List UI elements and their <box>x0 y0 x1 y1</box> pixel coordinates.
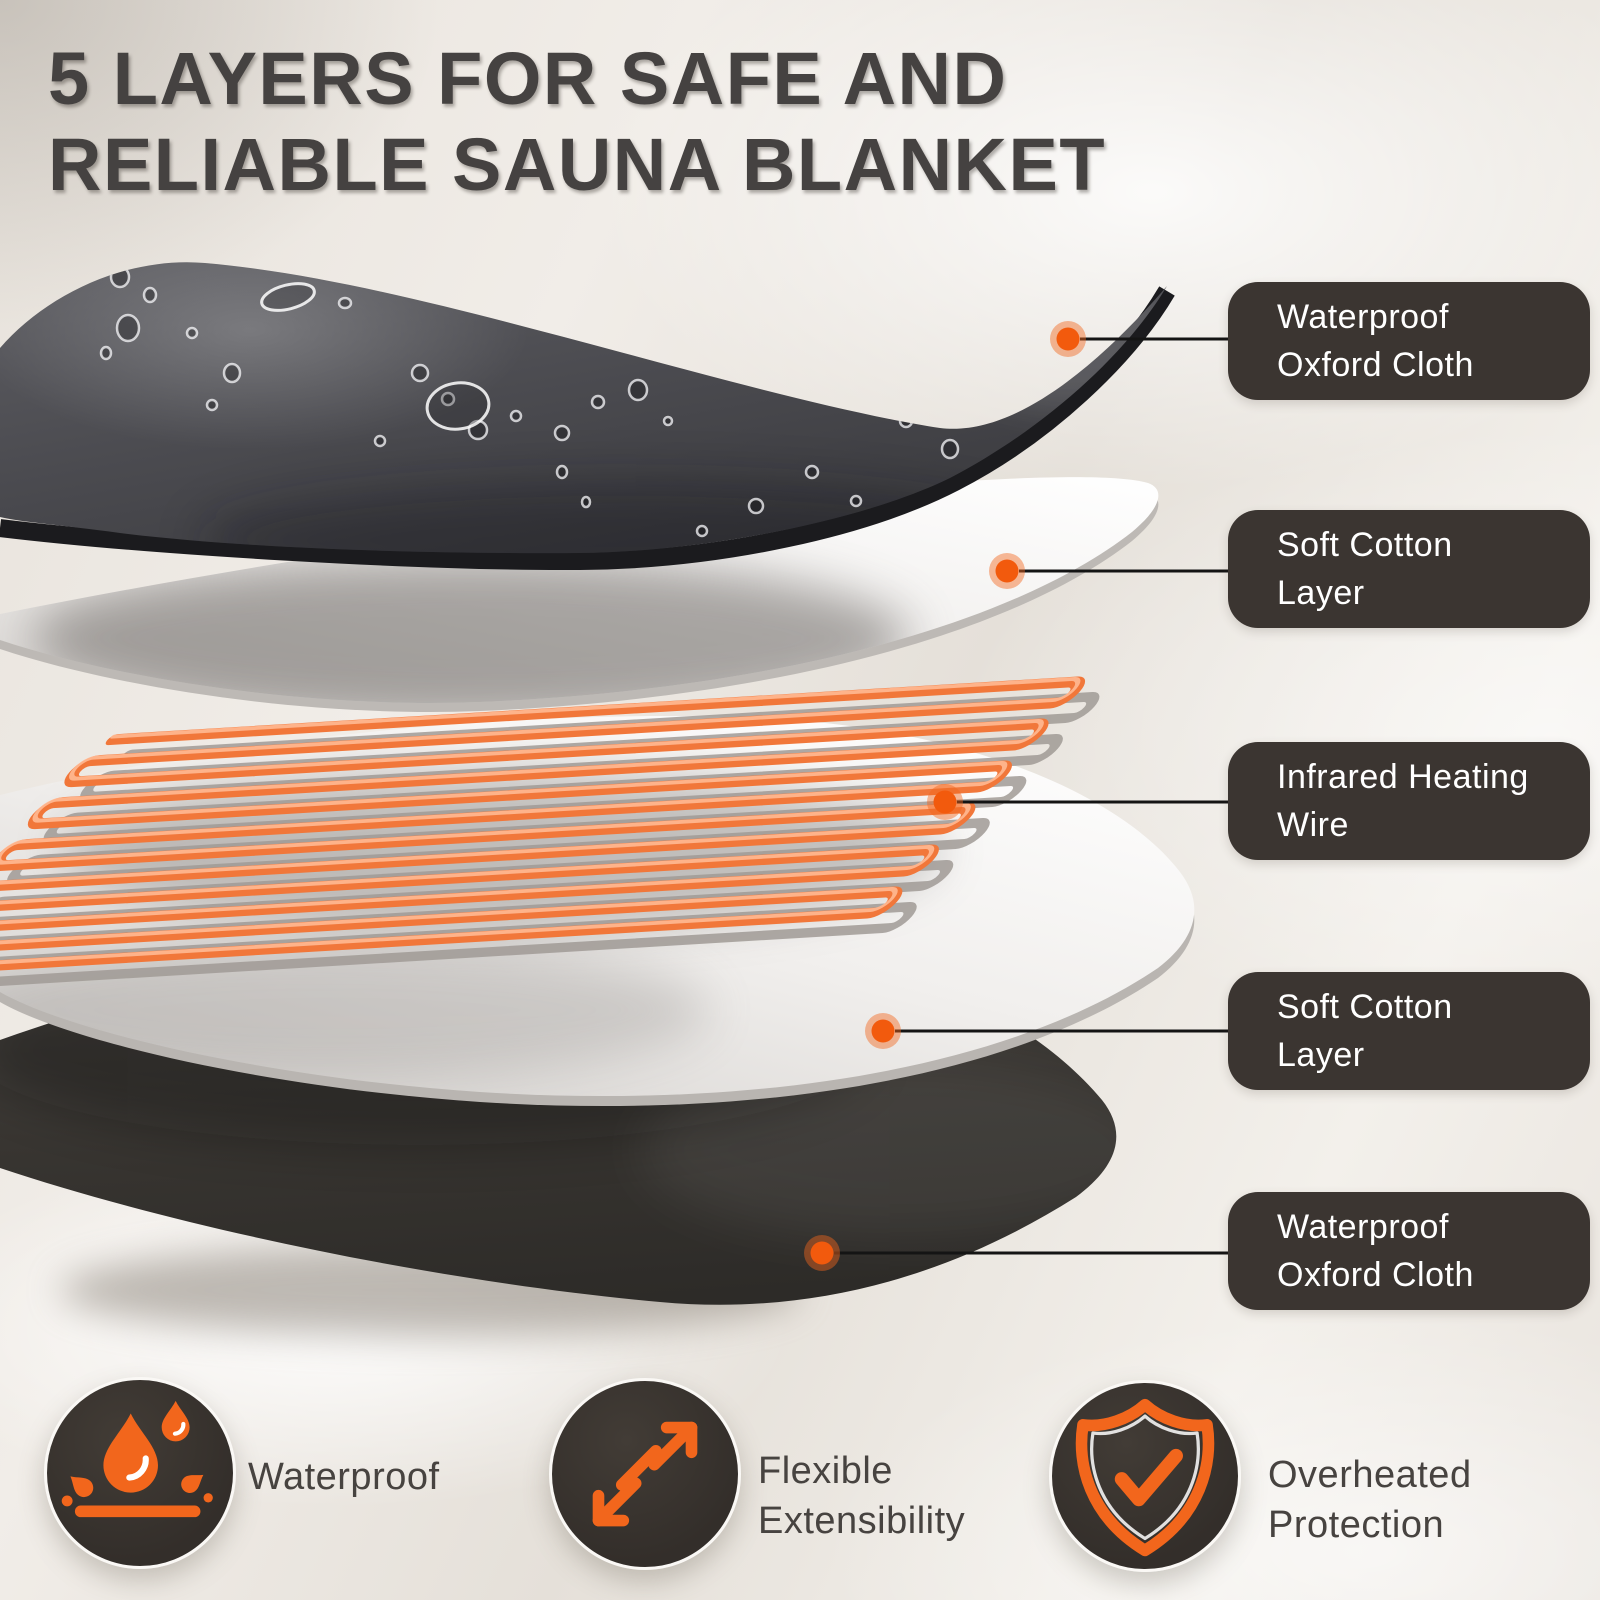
diagonal-expand-arrows-icon <box>592 1421 698 1527</box>
callout-label-line: Waterproof <box>1277 1208 1449 1246</box>
callout-label-infrared-heating-wire: Infrared Heating Wire <box>1228 742 1590 860</box>
callout-dot-2 <box>989 553 1025 589</box>
layer-infrared-heating-wire <box>0 676 1100 991</box>
callout-label-line: Layer <box>1277 574 1365 612</box>
callout-label-line: Oxford Cloth <box>1277 1256 1474 1294</box>
overheat-protection-feature-label: Overheated Protection <box>1268 1450 1472 1550</box>
callout-dots <box>804 321 1086 1271</box>
top-sheet-thickness-edge <box>0 286 1175 571</box>
callout-label-line: Soft Cotton <box>1277 988 1453 1026</box>
callout-label-waterproof-oxford-top: Waterproof Oxford Cloth <box>1228 282 1590 400</box>
waterproof-feature-badge <box>44 1377 236 1569</box>
callout-dot-3 <box>927 784 963 820</box>
feature-label-line: Flexible <box>758 1450 893 1492</box>
callout-dot-1 <box>1050 321 1086 357</box>
feature-label-line: Extensibility <box>758 1500 966 1542</box>
layer-soft-cotton-upper <box>0 477 1159 712</box>
callout-label-waterproof-oxford-bottom: Waterproof Oxford Cloth <box>1228 1192 1590 1310</box>
callout-label-line: Wire <box>1277 806 1349 844</box>
overheat-protection-feature-badge <box>1049 1380 1241 1572</box>
feature-label-line: Overheated <box>1268 1454 1472 1496</box>
flexible-feature-label: Flexible Extensibility <box>758 1446 965 1546</box>
feature-label-line: Protection <box>1268 1504 1445 1546</box>
shield-check-icon <box>1075 1398 1215 1557</box>
page-title-line-2: RELIABLE SAUNA BLANKET <box>48 123 1107 206</box>
waterproof-feature-label: Waterproof <box>248 1452 440 1502</box>
callout-dot-4 <box>865 1013 901 1049</box>
callout-label-line: Soft Cotton <box>1277 526 1453 564</box>
water-drops-icon <box>61 1400 213 1518</box>
heating-wire <box>0 676 1085 977</box>
water-droplets <box>99 265 1047 538</box>
callout-label-line: Oxford Cloth <box>1277 346 1474 384</box>
page-title-line-1: 5 LAYERS FOR SAFE AND <box>48 37 1008 120</box>
flexible-feature-badge <box>549 1378 741 1570</box>
callout-label-soft-cotton-upper: Soft Cotton Layer <box>1228 510 1590 628</box>
feature-label-line: Waterproof <box>248 1456 440 1498</box>
callout-label-line: Waterproof <box>1277 298 1449 336</box>
callout-label-soft-cotton-lower: Soft Cotton Layer <box>1228 972 1590 1090</box>
callout-markers <box>804 321 1228 1271</box>
callout-label-line: Layer <box>1277 1036 1365 1074</box>
callout-dot-5 <box>804 1235 840 1271</box>
callout-label-line: Infrared Heating <box>1277 758 1529 796</box>
heating-wire-highlight <box>0 676 1081 970</box>
